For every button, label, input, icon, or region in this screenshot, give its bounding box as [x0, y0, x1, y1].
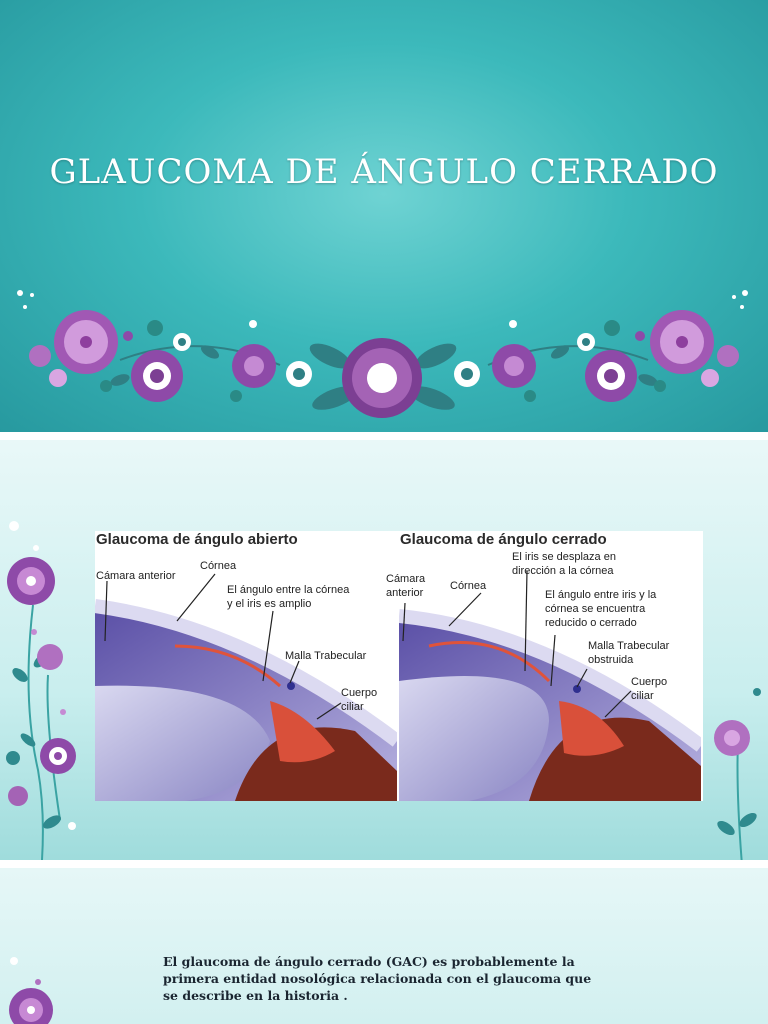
label-ciliary-line1: Cuerpo [631, 676, 668, 688]
label-anterior-chamber-line2: anterior [386, 587, 424, 599]
label-anterior-chamber-line1: Cámara [386, 573, 426, 585]
label-trabecular-line2: obstruida [588, 654, 634, 666]
slide-title: GLAUCOMA DE ÁNGULO CERRADO [49, 152, 719, 192]
label-trabecular-line1: Malla Trabecular [588, 640, 670, 652]
label-angle-line2: córnea se encuentra [545, 603, 646, 615]
label-angle-line3: reducido o cerrado [545, 617, 637, 629]
label-trabecular-meshwork: Malla Trabecular [285, 650, 367, 662]
label-iris-line2: dirección a la córnea [512, 565, 614, 577]
flower-garland [17, 290, 748, 418]
floral-decoration-left [6, 521, 76, 860]
intro-line-1: El glaucoma de ángulo cerrado (GAC) es p… [163, 954, 575, 969]
closed-angle-title: Glaucoma de ángulo cerrado [400, 531, 607, 548]
label-ciliary-line2: ciliar [341, 701, 364, 713]
intro-paragraph: El glaucoma de ángulo cerrado (GAC) es p… [163, 953, 621, 1004]
label-ciliary-line2: ciliar [631, 690, 654, 702]
label-angle-line2: y el iris es amplio [227, 598, 312, 610]
glaucoma-comparison-figure: Glaucoma de ángulo abierto Cámara anteri… [95, 531, 703, 801]
label-iris-line1: El iris se desplaza en [512, 551, 616, 563]
closed-angle-panel: Glaucoma de ángulo cerrado El iris se de… [386, 531, 701, 801]
floral-decoration-bottom-left [9, 957, 53, 1024]
open-angle-eye-illustration [95, 573, 397, 801]
label-angle-line1: El ángulo entre iris y la [545, 589, 657, 601]
label-cornea: Córnea [450, 580, 487, 592]
open-angle-panel: Glaucoma de ángulo abierto Cámara anteri… [95, 531, 397, 801]
intro-line-2: primera entidad nosológica relacionada c… [163, 971, 592, 986]
label-anterior-chamber: Cámara anterior [96, 570, 176, 582]
closed-angle-eye-illustration [399, 570, 701, 801]
label-ciliary-line1: Cuerpo [341, 687, 378, 699]
title-slide: GLAUCOMA DE ÁNGULO CERRADO [0, 0, 768, 432]
text-slide [0, 868, 768, 1024]
label-cornea: Córnea [200, 560, 237, 572]
floral-decoration-right [714, 688, 761, 860]
open-angle-title: Glaucoma de ángulo abierto [96, 531, 298, 548]
label-angle-line1: El ángulo entre la córnea [227, 584, 350, 596]
intro-line-3: se describe en la historia . [163, 988, 348, 1003]
